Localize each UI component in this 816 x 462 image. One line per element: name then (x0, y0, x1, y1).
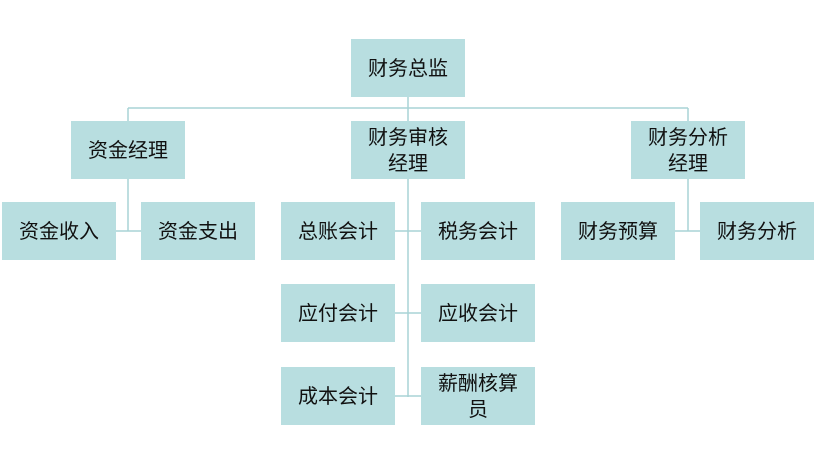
node-cfo: 财务总监 (351, 39, 465, 97)
node-receivable: 应收会计 (421, 284, 535, 342)
node-fund-manager: 资金经理 (71, 121, 185, 179)
node-fund-income: 资金收入 (2, 202, 116, 260)
node-payroll: 薪酬核算 员 (421, 367, 535, 425)
node-payable: 应付会计 (281, 284, 395, 342)
node-audit-manager: 财务审核 经理 (351, 121, 465, 179)
node-analysis: 财务分析 (700, 202, 814, 260)
node-analysis-manager: 财务分析 经理 (631, 121, 745, 179)
node-budget: 财务预算 (561, 202, 675, 260)
node-tax: 税务会计 (421, 202, 535, 260)
node-general-ledger: 总账会计 (281, 202, 395, 260)
node-cost: 成本会计 (281, 367, 395, 425)
node-fund-expense: 资金支出 (141, 202, 255, 260)
